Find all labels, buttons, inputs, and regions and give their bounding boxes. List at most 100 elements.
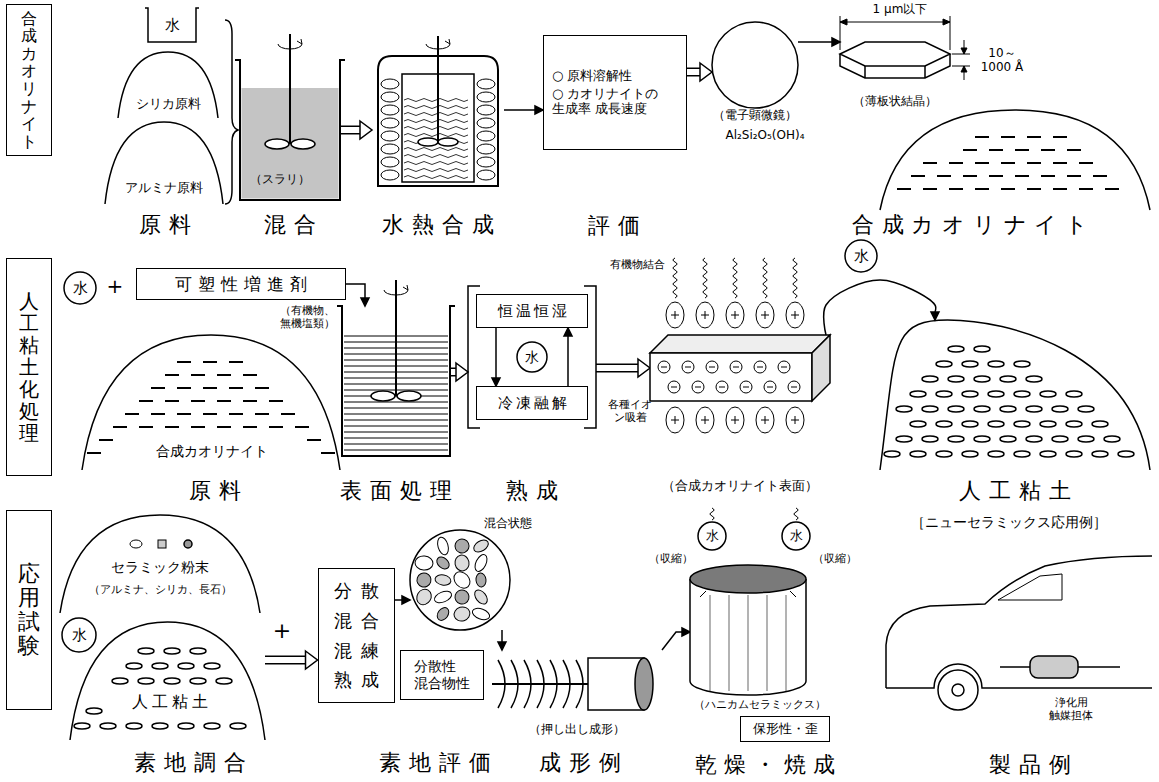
node-text: （薄板状結晶） xyxy=(840,94,950,108)
node-text: 恒温恒湿 xyxy=(495,302,570,320)
arrow-head xyxy=(700,63,712,81)
mound-drawing xyxy=(896,436,912,442)
annotation: 各種イオン吸着 xyxy=(606,398,654,424)
organic-chain xyxy=(793,258,797,298)
slab-drawing xyxy=(788,381,800,393)
circle-drawing xyxy=(433,589,453,605)
mound-drawing xyxy=(962,391,978,397)
stage-caption: 評価 xyxy=(544,213,684,239)
autoclave-drawing xyxy=(381,170,399,180)
circle-drawing xyxy=(410,530,510,630)
node-text: 可塑性増進剤 xyxy=(169,274,313,294)
mound-drawing xyxy=(138,648,154,654)
mound-drawing xyxy=(911,175,925,177)
mound-drawing xyxy=(880,320,1150,470)
arrow-shaft-inner xyxy=(596,365,638,371)
mound-drawing xyxy=(975,136,989,138)
ion-layer xyxy=(756,407,774,433)
water-circle: 水 xyxy=(64,272,96,304)
extruder-drawing xyxy=(537,660,544,708)
tank-drawing xyxy=(403,285,408,290)
mound-drawing xyxy=(139,400,153,402)
water-circle: 水 xyxy=(62,618,96,652)
mound-drawing xyxy=(880,110,1150,210)
stage-caption: 原料 xyxy=(100,478,330,504)
catalytic-converter xyxy=(1030,656,1078,678)
mound-drawing xyxy=(936,451,952,457)
dimension-line xyxy=(840,16,970,80)
mound-drawing xyxy=(164,678,180,684)
annotation: + xyxy=(270,618,294,644)
mound-drawing xyxy=(936,421,952,427)
aging-group: 熟成恒温恒湿冷凍融解水 xyxy=(468,286,596,428)
flow-arrow xyxy=(395,596,411,604)
annotation: （収縮） xyxy=(646,552,696,565)
node-text: セラミック粉末 xyxy=(100,559,220,576)
stage-caption: 製品例 xyxy=(930,752,1130,778)
node-text: （ハニカムセラミックス） xyxy=(680,698,840,711)
circle-drawing xyxy=(452,605,471,623)
mound-drawing xyxy=(152,723,168,729)
ion-layer xyxy=(731,311,739,319)
mound-drawing xyxy=(204,723,220,729)
mound-drawing xyxy=(974,406,990,412)
mound-drawing xyxy=(974,376,990,382)
node-text: 分散 xyxy=(325,580,388,602)
circle-drawing xyxy=(436,536,451,556)
mound-drawing xyxy=(126,663,142,669)
stage-caption: 人工粘土 xyxy=(890,478,1140,504)
node-text: 人工粘土化処理 xyxy=(19,290,39,444)
circle-drawing xyxy=(475,573,486,588)
mound-drawing xyxy=(948,406,964,412)
extruder-drawing xyxy=(511,660,518,708)
mound-drawing xyxy=(1104,436,1120,442)
flow-arrow xyxy=(265,651,318,669)
autoclave-drawing xyxy=(404,162,468,165)
tank-drawing xyxy=(397,391,421,401)
mound-drawing xyxy=(151,413,165,415)
slab-drawing xyxy=(754,361,766,373)
tank-drawing xyxy=(289,34,291,144)
circle-drawing xyxy=(471,606,491,622)
flow-arrow xyxy=(662,628,690,650)
tank-drawing xyxy=(344,420,448,421)
mound-outline xyxy=(880,110,1150,210)
slab-drawing xyxy=(730,361,742,373)
arrow-shaft xyxy=(567,336,569,386)
annotation: Al₂Si₂O₅(OH)₄ xyxy=(700,128,830,142)
illustration-strokes xyxy=(225,16,1152,710)
mound-drawing xyxy=(125,413,139,415)
slab-drawing xyxy=(650,335,830,401)
hex-drawing xyxy=(840,42,950,78)
mound-drawing xyxy=(988,391,1004,397)
process-box: 恒温恒湿 xyxy=(476,294,588,328)
slab-drawing xyxy=(719,387,725,388)
mound-drawing xyxy=(307,439,321,441)
mound-drawing xyxy=(962,451,978,457)
flow-arrow xyxy=(346,284,369,306)
mound-drawing xyxy=(203,387,217,389)
mound-drawing xyxy=(178,663,194,669)
node-text: 水 xyxy=(790,528,803,544)
mound-drawing xyxy=(1040,421,1056,427)
slab-drawing xyxy=(757,367,763,368)
autoclave-drawing xyxy=(404,155,468,158)
node-text: 熟成 xyxy=(325,669,388,691)
autoclave-drawing xyxy=(426,39,450,49)
circle-drawing xyxy=(410,530,510,630)
autoclave-drawing xyxy=(438,138,458,146)
arrow-head xyxy=(832,38,840,46)
mound-drawing xyxy=(165,426,179,428)
node-text: 水 xyxy=(854,247,869,265)
evaluation-box: ○ 原料溶解性○ カオリナイトの 生成率 成長速度評価 xyxy=(543,35,687,150)
mixture-view: 混合状態 xyxy=(410,530,510,630)
mound-drawing xyxy=(948,436,964,442)
mound-drawing xyxy=(1014,391,1030,397)
mound-drawing xyxy=(974,346,990,352)
tank-drawing xyxy=(371,391,395,401)
arrow-shaft xyxy=(265,656,306,665)
mound-drawing xyxy=(74,723,90,729)
mound-drawing xyxy=(243,374,257,376)
tank-drawing xyxy=(344,444,448,445)
mound-drawing xyxy=(1118,451,1134,457)
